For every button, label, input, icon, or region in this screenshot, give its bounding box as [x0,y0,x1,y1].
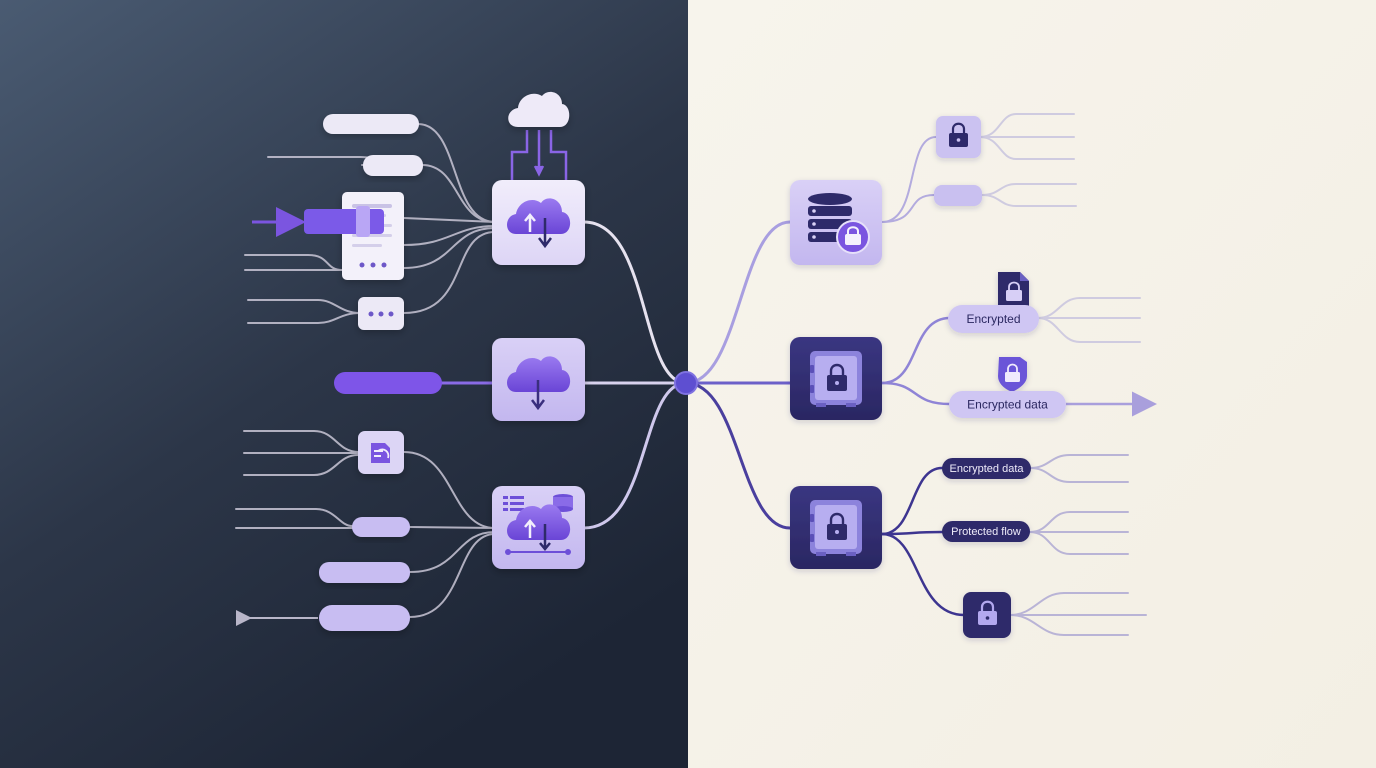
slider-handle [304,206,384,237]
encrypted-data-label-light: Encrypted data [967,398,1048,412]
shield-lock-icon [998,357,1027,392]
pill-right-small [934,185,982,206]
encrypted-label: Encrypted [966,312,1020,326]
more-dots-card [358,297,404,330]
encrypted-label-pill [948,305,1039,333]
cloud-icon [508,91,570,127]
right-connectors [880,113,1147,636]
cloud-download-icon [507,356,571,411]
locked-file-icon [998,272,1029,307]
central-hub [674,371,698,395]
lock-icon-bottom [978,600,997,625]
pill-top-2 [363,155,423,176]
protected-flow-label: Protected flow [951,526,1021,538]
sync-file-icon [371,443,390,463]
pill-bottom-1 [352,517,410,537]
encrypted-data-pill-light [949,391,1066,418]
database-lock-icon [808,193,870,254]
pill-top-1 [323,114,419,134]
cloud-distribute-icon [503,494,573,555]
pill-bottom-3 [319,605,410,631]
sync-file-card [358,431,404,474]
encrypted-data-label-dark: Encrypted data [950,463,1025,475]
left-connectors [235,123,496,618]
protected-flow-pill [942,521,1030,542]
document-card [342,192,404,280]
vault-lock-icon-2 [810,500,862,556]
lock-icon [949,122,968,147]
encrypted-data-pill-dark [942,458,1031,479]
upload-sync-arrows [510,130,568,180]
purple-progress-bar [334,372,442,394]
cloud-sync-icon [507,198,571,249]
pill-bottom-2 [319,562,410,583]
hub-connectors [582,220,792,530]
vault-lock-icon [810,351,862,407]
